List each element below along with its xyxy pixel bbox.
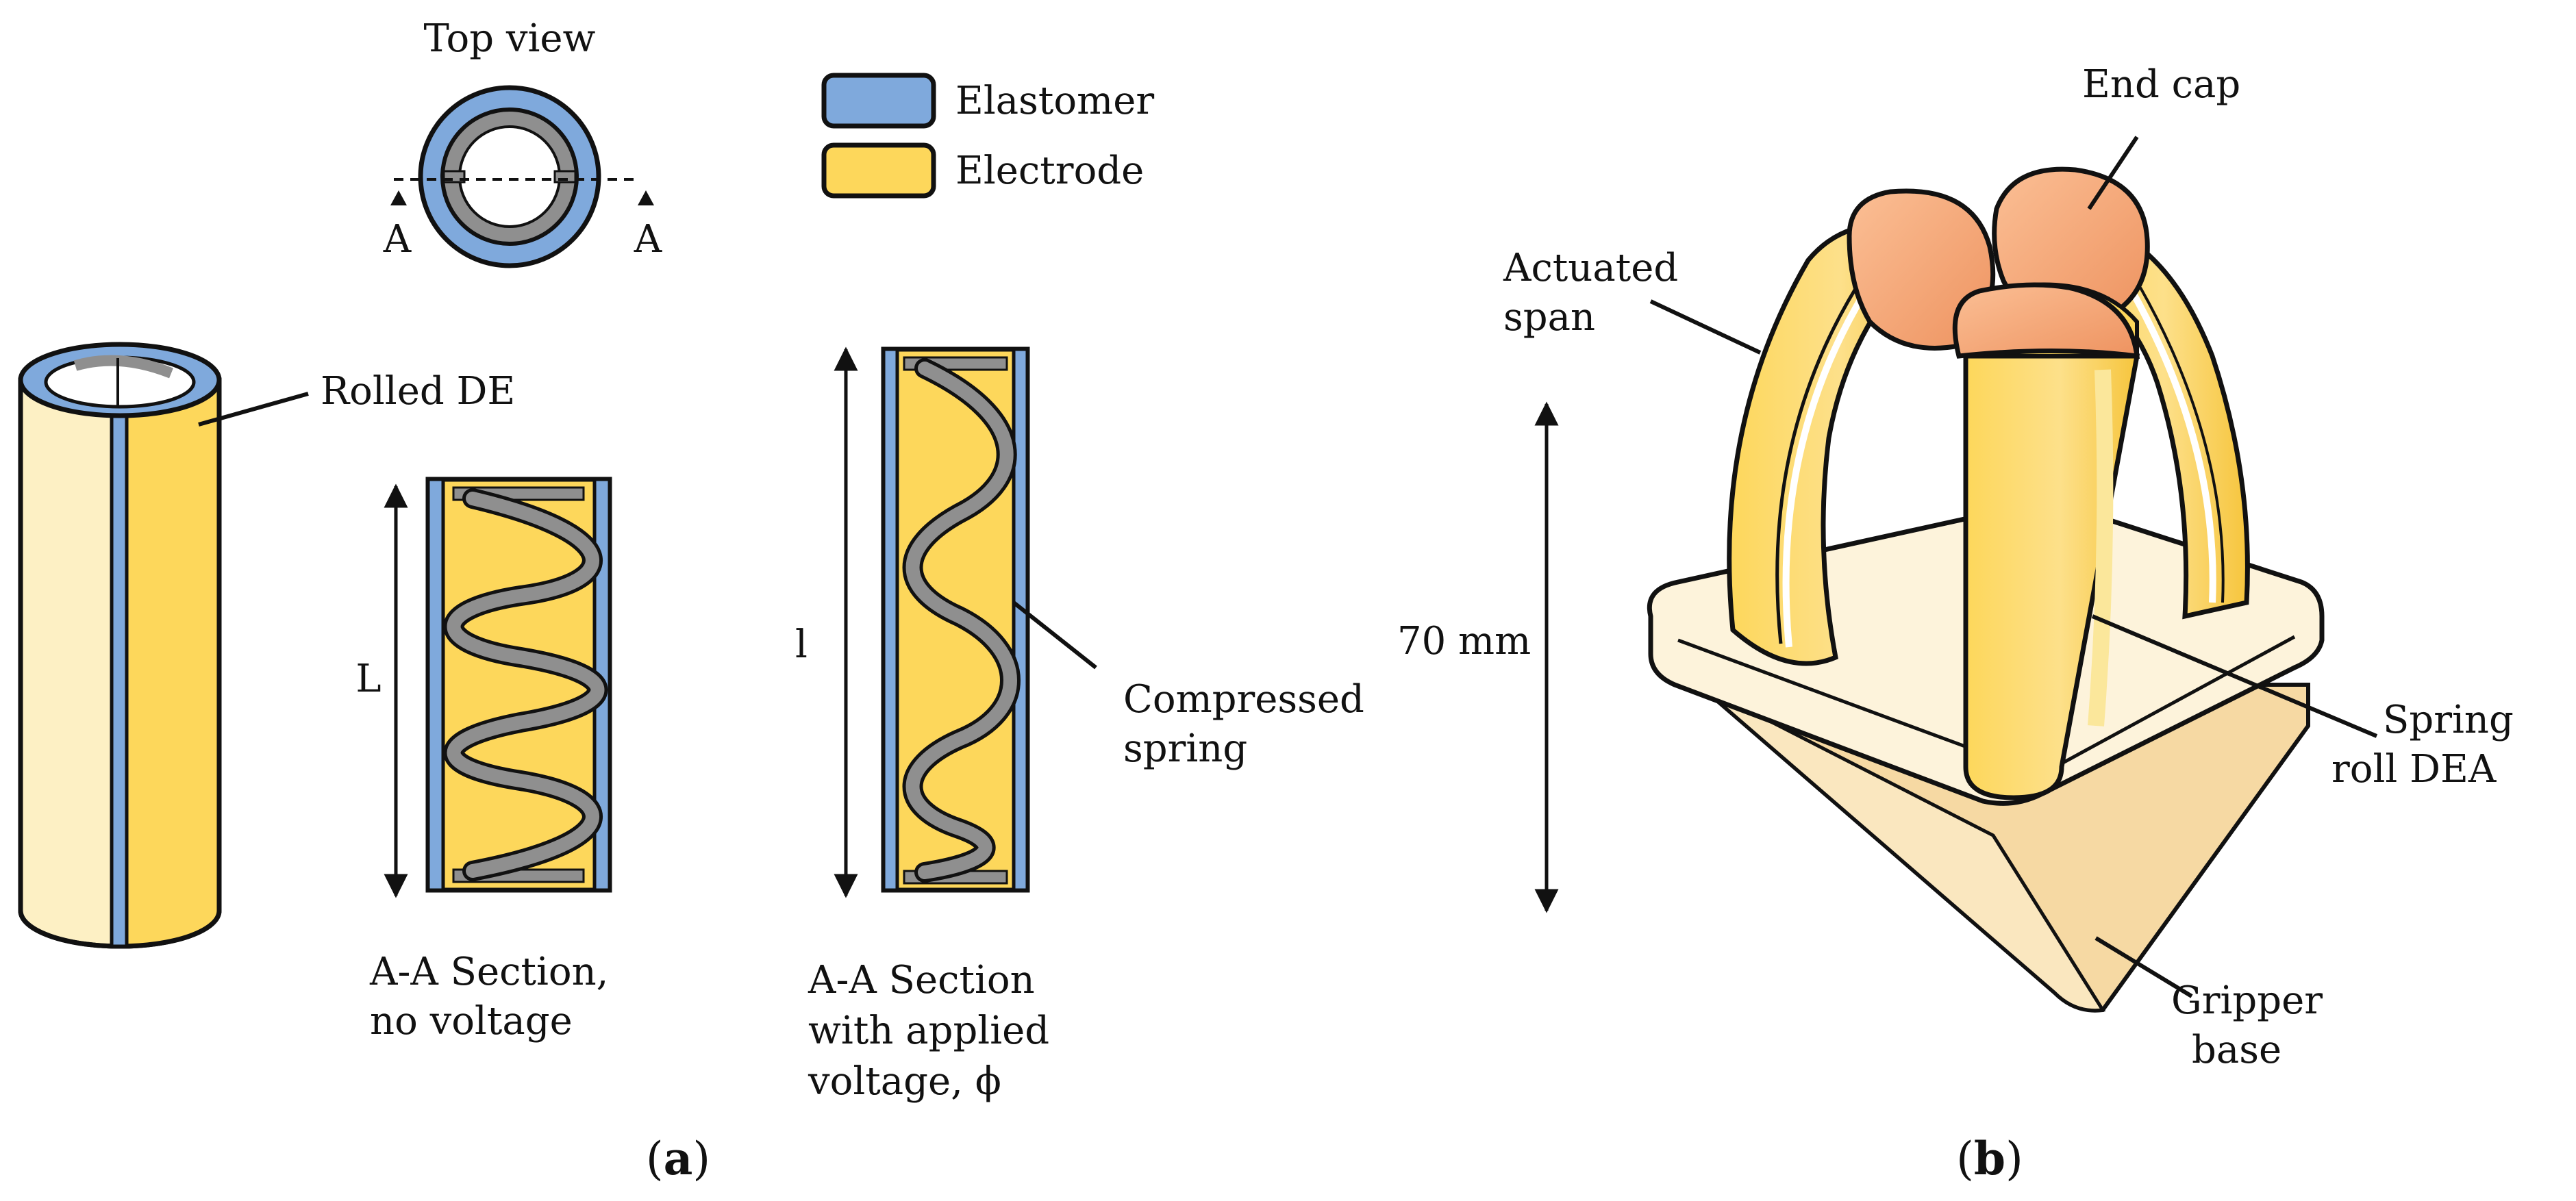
gripper-base-leader xyxy=(2094,936,2193,998)
length-label-no-voltage: L xyxy=(355,657,381,701)
top-view-title: Top view xyxy=(424,16,596,61)
spring-roll-line2: roll DEA xyxy=(2331,747,2497,792)
compressed-spring-line1: Compressed xyxy=(1123,677,1364,722)
section-voltage-line2: with applied xyxy=(808,1009,1049,1053)
section-marker-left-arrow xyxy=(390,190,407,205)
section-no-voltage-line1: A-A Section, xyxy=(369,950,608,994)
section-marker-right: A xyxy=(634,217,662,262)
end-cap-label: End cap xyxy=(2082,62,2240,107)
section-voltage-line1: A-A Section xyxy=(808,958,1035,1002)
rolled-de-leader xyxy=(198,392,309,427)
gripper-base-line1: Gripper xyxy=(2171,978,2323,1023)
caption-b: (b) xyxy=(1956,1132,2023,1185)
spring-roll-arm-right xyxy=(2058,216,2250,620)
end-cap-front xyxy=(1952,282,2140,359)
section-no-voltage xyxy=(425,477,612,893)
gripper-base-line2: base xyxy=(2192,1028,2281,1072)
legend-elastomer-label: Elastomer xyxy=(955,79,1154,123)
actuated-span-leader xyxy=(1649,299,1762,355)
legend-electrode-label: Electrode xyxy=(955,149,1144,193)
caption-a: (a) xyxy=(646,1132,710,1185)
panel-a: Top view A A Elastomer Electrode xyxy=(18,16,1364,1185)
compressed-spring-line2: spring xyxy=(1123,726,1247,771)
actuated-span-line1: Actuated xyxy=(1503,246,1678,290)
section-no-voltage-line2: no voltage xyxy=(370,999,573,1044)
section-voltage-line3: voltage, ϕ xyxy=(808,1059,1001,1104)
spring-roll-leader xyxy=(2091,614,2378,738)
rolled-de-label: Rolled DE xyxy=(321,369,515,414)
legend: Elastomer Electrode xyxy=(821,73,1154,199)
actuated-span-line2: span xyxy=(1503,295,1595,340)
panel-b: End cap Actuated span 70 mm Spring roll … xyxy=(1397,62,2514,1185)
section-marker-left: A xyxy=(383,217,412,262)
top-view-ring xyxy=(418,85,601,268)
height-label: 70 mm xyxy=(1397,619,1531,663)
section-with-voltage xyxy=(881,346,1030,893)
length-label-voltage: l xyxy=(795,622,808,667)
section-marker-right-arrow xyxy=(638,190,654,205)
spring-roll-line1: Spring xyxy=(2383,698,2514,742)
legend-electrode-swatch xyxy=(821,142,936,199)
end-cap-leader xyxy=(2087,136,2139,210)
compressed-spring-leader xyxy=(1012,600,1097,670)
rolled-de-cylinder xyxy=(18,342,222,949)
legend-elastomer-swatch xyxy=(821,73,936,129)
